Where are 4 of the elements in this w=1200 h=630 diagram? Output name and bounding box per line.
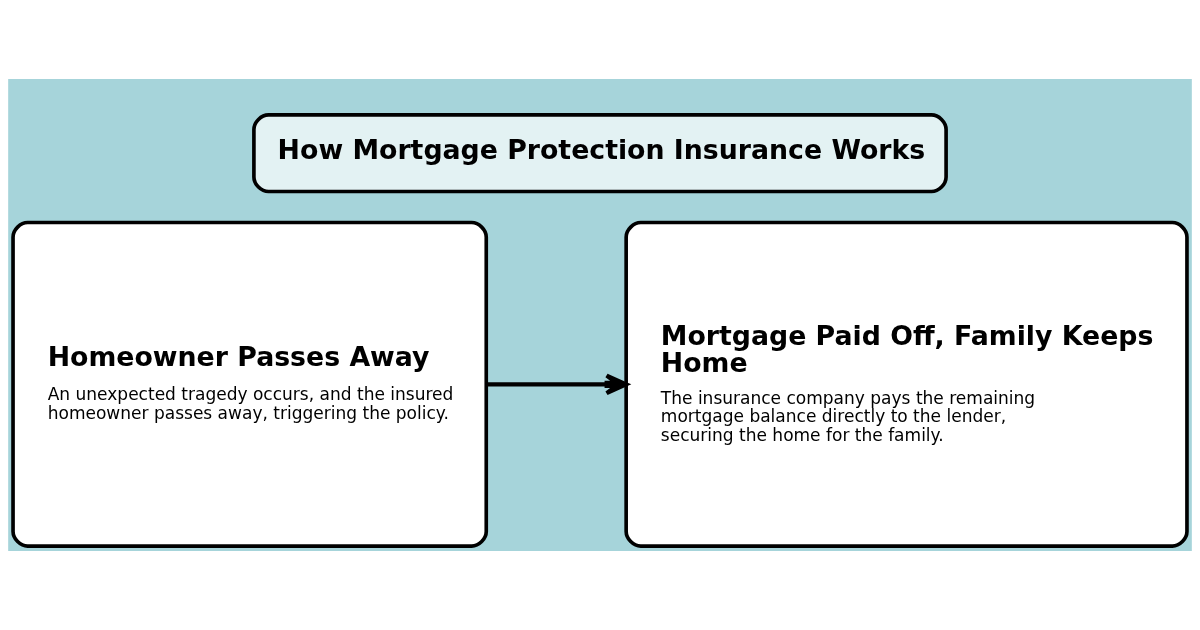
node-box: Homeowner Passes Away An unexpected tragedy occurs, and the insured homeowner passes away, triggering the policy. [11,220,489,548]
arrow [486,373,629,396]
node-box: Mortgage Paid Off, Family Keeps Home The insurance company pays the remaining mortgage balance directly to the lender, securing the home for the family. [624,220,1189,548]
diagram-title: How Mortgage Protection Insurance Works [277,133,926,165]
